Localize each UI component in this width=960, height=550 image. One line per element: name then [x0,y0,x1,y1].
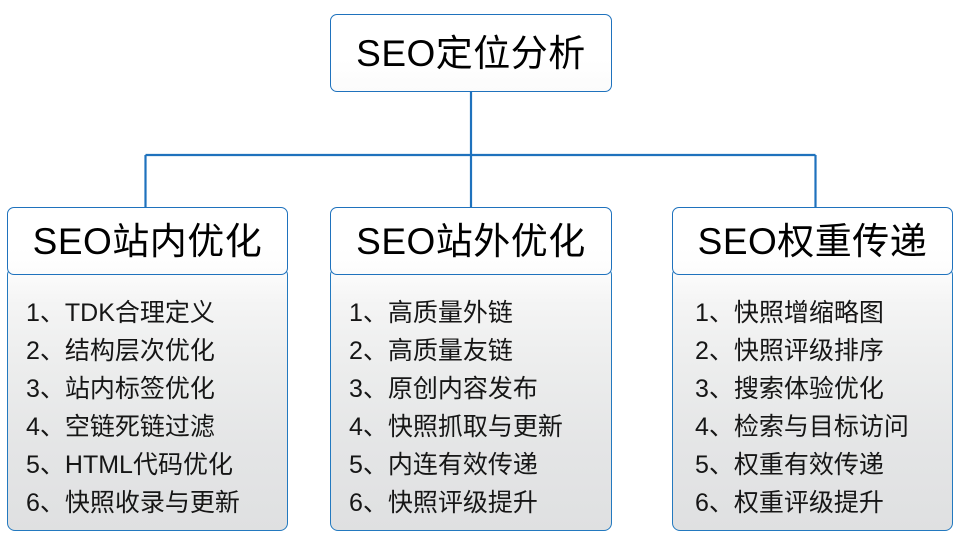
root-node[interactable]: SEO定位分析 [330,14,612,92]
list-item: 4、检索与目标访问 [695,413,909,441]
list-item: 6、权重评级提升 [695,489,884,517]
list-item: 4、快照抓取与更新 [349,413,563,441]
list-item: 1、高质量外链 [349,299,513,327]
list-item: 1、TDK合理定义 [26,299,215,327]
list-item: 1、快照增缩略图 [695,299,884,327]
branch-body-3: 1、快照增缩略图 2、快照评级排序 3、搜索体验优化 4、检索与目标访问 5、权… [672,267,953,531]
branch-body-1: 1、TDK合理定义 2、结构层次优化 3、站内标签优化 4、空链死链过滤 5、H… [7,267,288,531]
branch-header-2[interactable]: SEO站外优化 [330,207,612,275]
list-item: 5、HTML代码优化 [26,451,233,479]
branch-item-list-3: 1、快照增缩略图 2、快照评级排序 3、搜索体验优化 4、检索与目标访问 5、权… [673,268,952,516]
list-item: 5、内连有效传递 [349,451,538,479]
root-node-label: SEO定位分析 [356,32,586,74]
branch-body-2: 1、高质量外链 2、高质量友链 3、原创内容发布 4、快照抓取与更新 5、内连有… [330,267,612,531]
list-item: 6、快照收录与更新 [26,489,240,517]
list-item: 2、结构层次优化 [26,337,215,365]
list-item: 3、站内标签优化 [26,375,215,403]
list-item: 3、搜索体验优化 [695,375,884,403]
branch-header-label-2: SEO站外优化 [356,220,586,262]
list-item: 3、原创内容发布 [349,375,538,403]
branch-item-list-2: 1、高质量外链 2、高质量友链 3、原创内容发布 4、快照抓取与更新 5、内连有… [331,268,611,516]
list-item: 4、空链死链过滤 [26,413,215,441]
branch-header-1[interactable]: SEO站内优化 [7,207,288,275]
list-item: 5、权重有效传递 [695,451,884,479]
list-item: 2、高质量友链 [349,337,513,365]
branch-header-label-3: SEO权重传递 [697,220,928,262]
branch-item-list-1: 1、TDK合理定义 2、结构层次优化 3、站内标签优化 4、空链死链过滤 5、H… [8,268,287,516]
list-item: 2、快照评级排序 [695,337,884,365]
list-item: 6、快照评级提升 [349,489,538,517]
branch-header-label-1: SEO站内优化 [32,220,263,262]
branch-header-3[interactable]: SEO权重传递 [672,207,953,275]
